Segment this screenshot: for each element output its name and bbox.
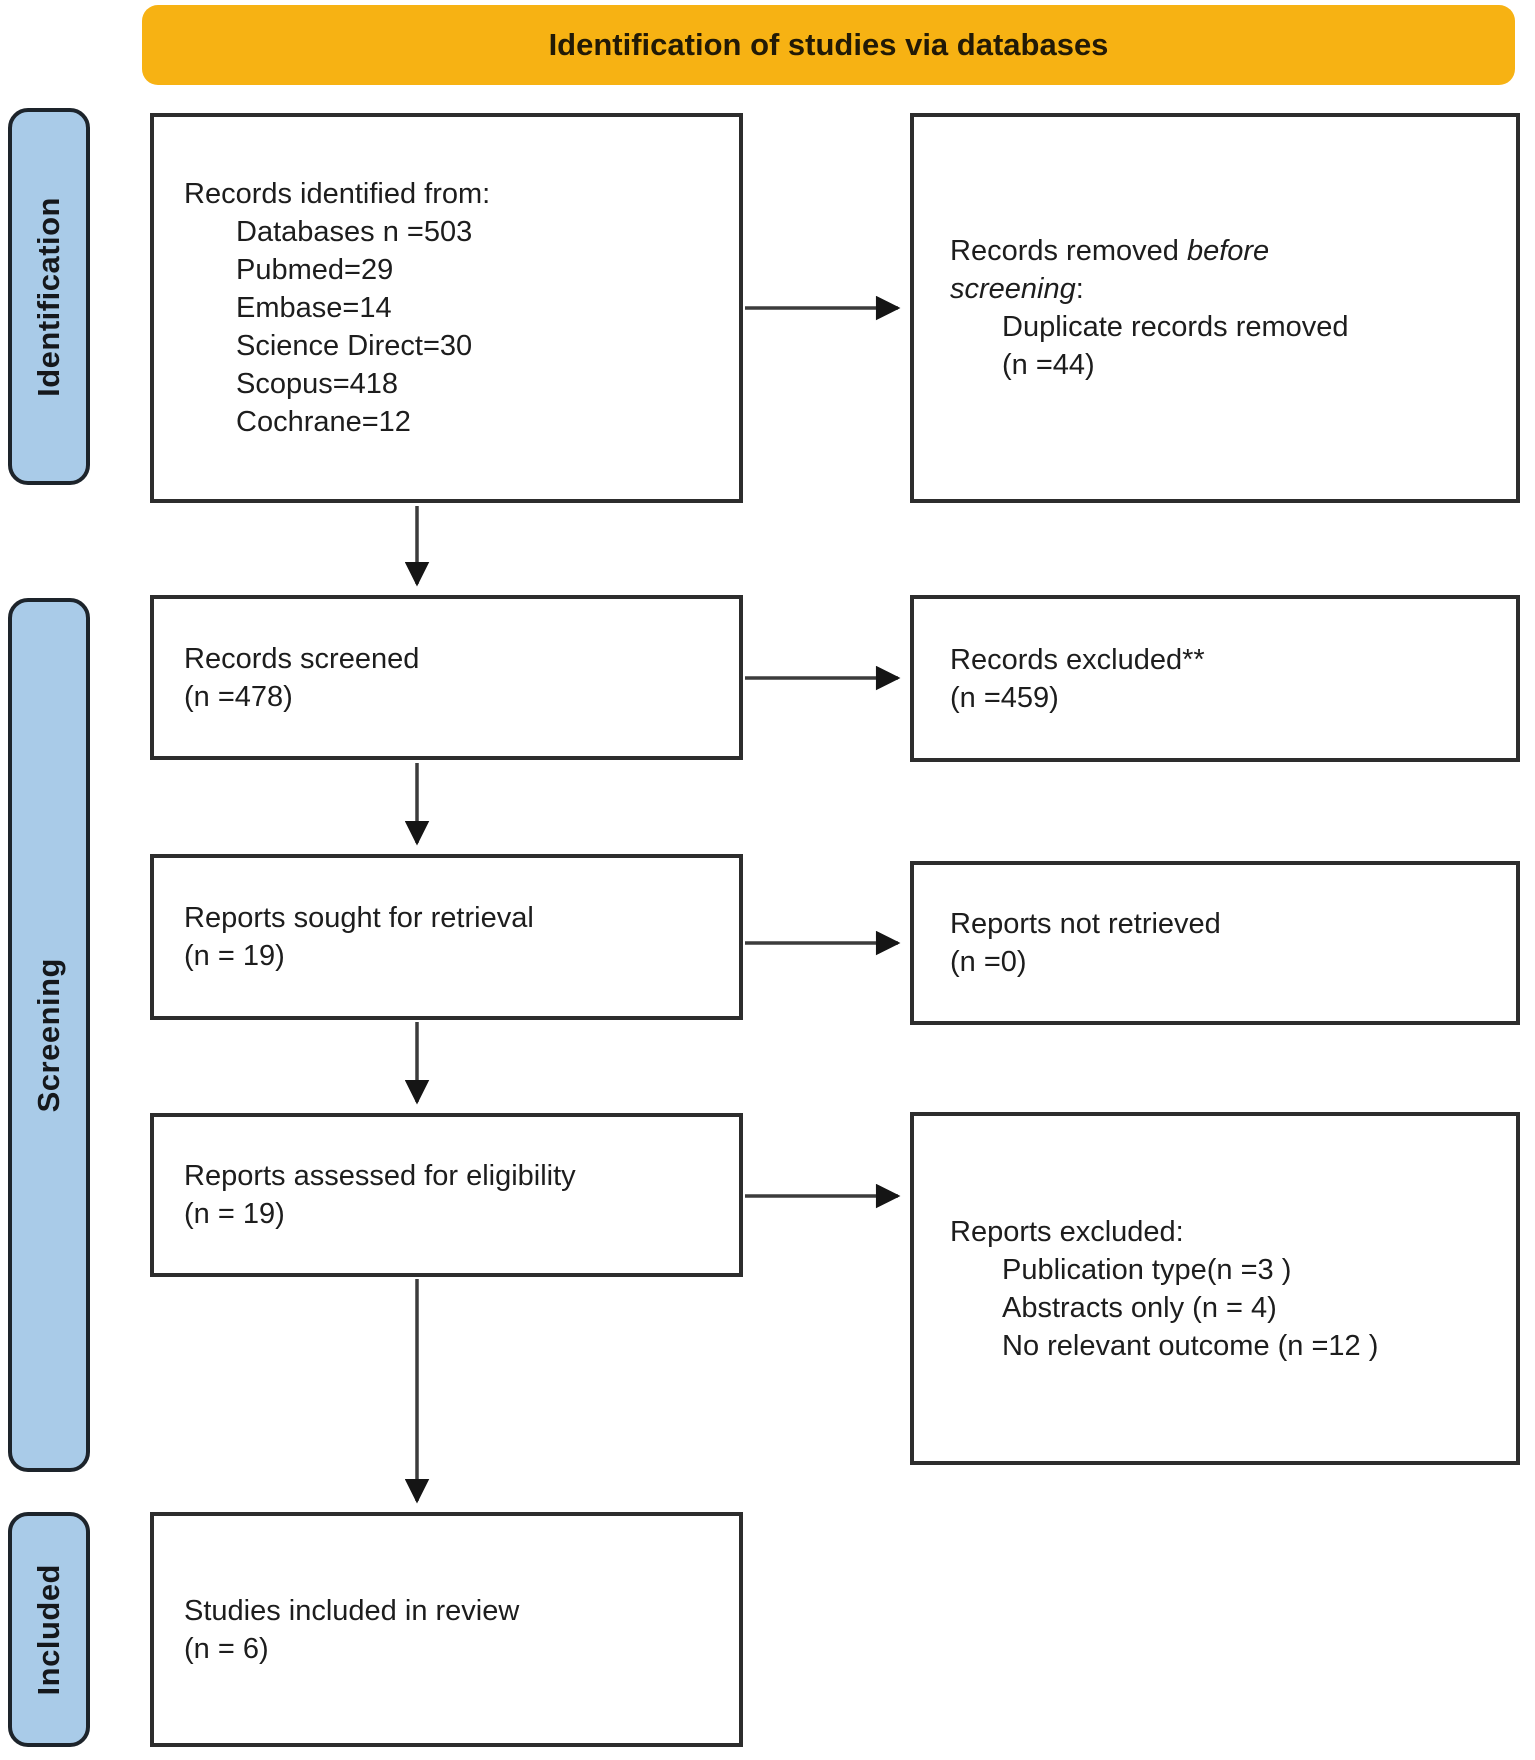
count-value: (n = 19) bbox=[184, 940, 285, 972]
list-item: Science Direct=30 bbox=[236, 330, 473, 362]
box-title: Reports sought for retrieval bbox=[184, 902, 534, 934]
title-italic-text: before bbox=[1186, 235, 1270, 267]
list-item: Cochrane=12 bbox=[236, 406, 411, 438]
count-value: (n = 6) bbox=[184, 1632, 269, 1665]
banner-title: Identification of studies via databases bbox=[548, 27, 1109, 62]
list-item: No relevant outcome (n =12 ) bbox=[1002, 1329, 1379, 1362]
list-item: Databases n =503 bbox=[236, 216, 473, 248]
stage-band-screening: Screening bbox=[8, 598, 90, 1472]
box-records-removed-before-screening: Records removed before screening: Duplic… bbox=[910, 113, 1520, 503]
stage-label-included: Included bbox=[31, 1563, 66, 1696]
count-value: (n =478) bbox=[184, 680, 293, 713]
list-item: Duplicate records removed bbox=[1002, 311, 1349, 343]
box-reports-excluded: Reports excluded: Publication type(n =3 … bbox=[910, 1112, 1520, 1465]
box-title: Records screened bbox=[184, 642, 420, 675]
box-reports-not-retrieved: Reports not retrieved (n =0) bbox=[910, 861, 1520, 1025]
box-title-line1: Records removed before bbox=[950, 232, 1498, 270]
stage-band-included: Included bbox=[8, 1512, 90, 1747]
title-italic-text: screening bbox=[950, 273, 1076, 305]
box-title: Records identified from: bbox=[184, 178, 491, 210]
box-studies-included: Studies included in review (n = 6) bbox=[150, 1512, 743, 1747]
list-item: Abstracts only (n = 4) bbox=[1002, 1291, 1277, 1324]
stage-label-screening: Screening bbox=[31, 957, 66, 1113]
stage-label-identification: Identification bbox=[31, 196, 66, 397]
box-title: Records excluded** bbox=[950, 643, 1205, 676]
count-value: (n =459) bbox=[950, 681, 1059, 714]
box-records-identified: Records identified from: Databases n =50… bbox=[150, 113, 743, 503]
box-reports-sought: Reports sought for retrieval (n = 19) bbox=[150, 854, 743, 1020]
banner-identification-via-databases: Identification of studies via databases bbox=[142, 5, 1515, 85]
stage-band-identification: Identification bbox=[8, 108, 90, 485]
list-item: Scopus=418 bbox=[236, 368, 399, 400]
box-records-excluded: Records excluded** (n =459) bbox=[910, 595, 1520, 762]
box-title: Studies included in review bbox=[184, 1594, 520, 1627]
count-value: (n =44) bbox=[1002, 349, 1095, 381]
box-records-screened: Records screened (n =478) bbox=[150, 595, 743, 760]
list-item: Embase=14 bbox=[236, 292, 392, 324]
list-item: Pubmed=29 bbox=[236, 254, 394, 286]
box-title-line2: screening: bbox=[950, 270, 1498, 308]
list-item: Publication type(n =3 ) bbox=[1002, 1253, 1292, 1286]
count-value: (n = 19) bbox=[184, 1198, 285, 1230]
count-value: (n =0) bbox=[950, 946, 1027, 978]
title-normal-text: Records removed bbox=[950, 235, 1187, 267]
box-title: Reports not retrieved bbox=[950, 908, 1221, 940]
box-title: Reports excluded: bbox=[950, 1215, 1184, 1248]
title-normal-text: : bbox=[1075, 273, 1084, 305]
box-title: Reports assessed for eligibility bbox=[184, 1160, 576, 1192]
box-reports-assessed: Reports assessed for eligibility (n = 19… bbox=[150, 1113, 743, 1277]
